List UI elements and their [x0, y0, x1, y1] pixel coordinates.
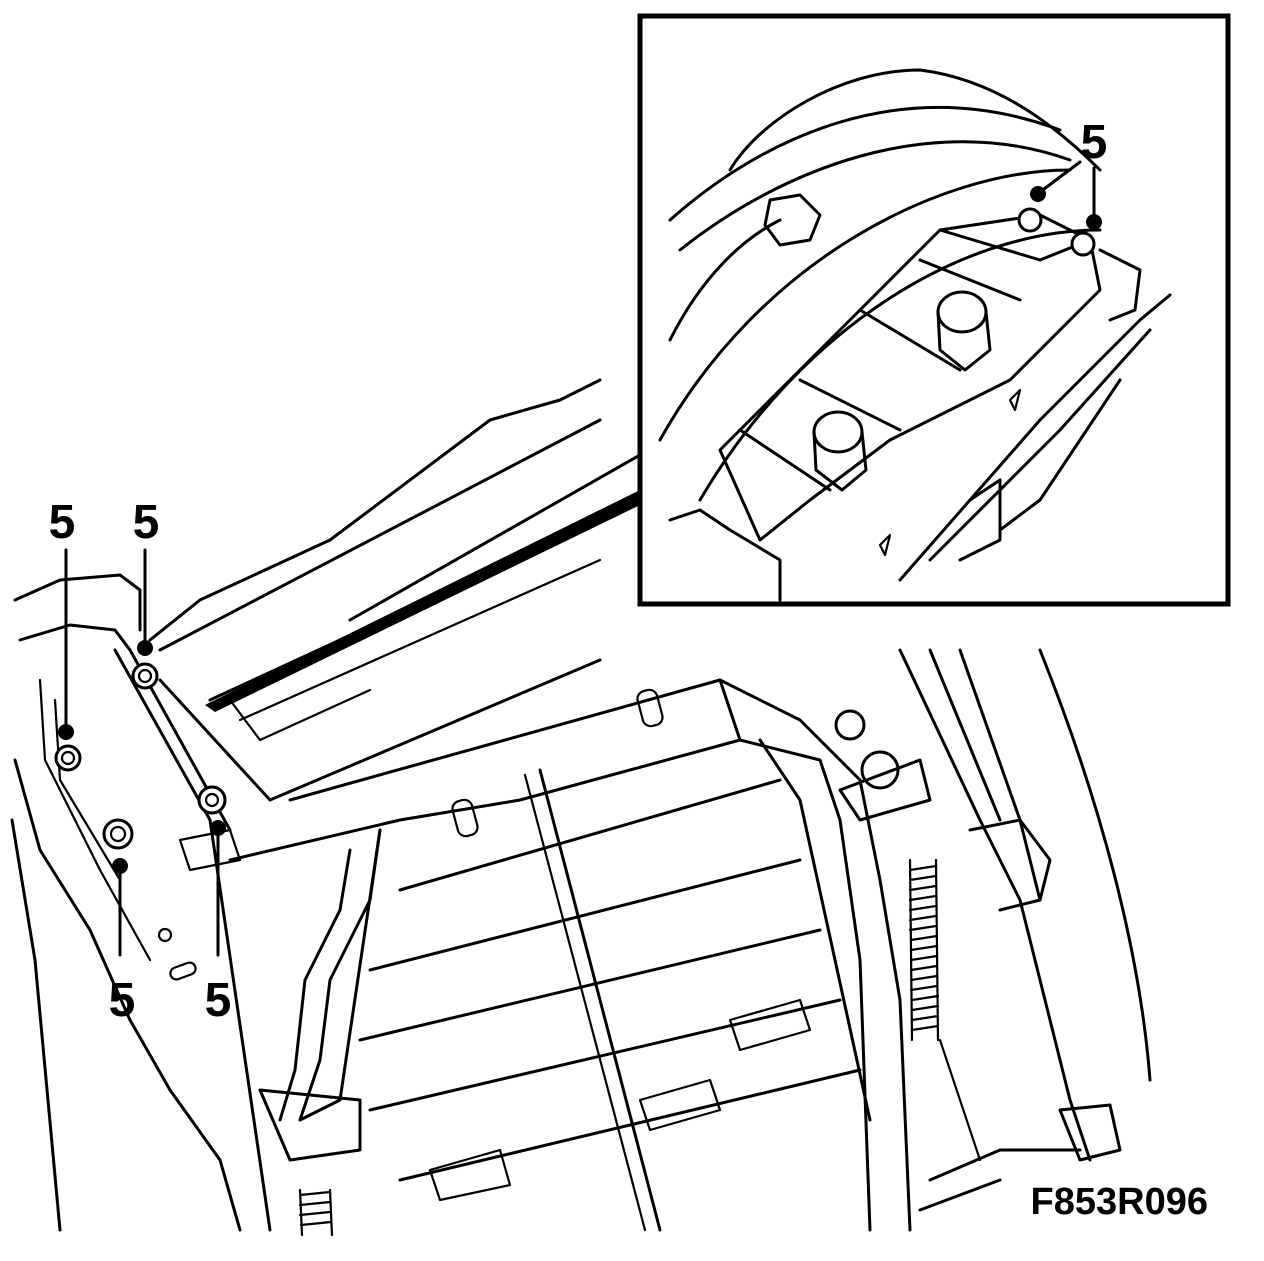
detail-lower-right [958, 478, 1002, 562]
fastener-nut [102, 818, 134, 850]
pan-rib-2 [368, 858, 802, 972]
detail-callout-label: 5 [1081, 116, 1108, 169]
center-rod [538, 768, 662, 1232]
pan-rib-3 [358, 928, 822, 1042]
left-inner-bracket [38, 678, 152, 962]
detail-boss-2 [812, 410, 868, 492]
callout-dot [137, 640, 153, 656]
detail-tab [1008, 388, 1022, 412]
right-bottom-pipe-2 [918, 1178, 1002, 1212]
detail-callout-dot [1086, 214, 1102, 230]
coil-spring [908, 858, 940, 1042]
pan-slot-1 [636, 688, 664, 728]
fastener-nut-center [137, 668, 153, 684]
detail-arc-4 [678, 140, 1072, 252]
detail-fastener-nut [1070, 231, 1096, 257]
callout-label-lower-center: 5 [205, 974, 232, 1027]
small-bracket [178, 828, 242, 872]
right-bracket [838, 758, 932, 822]
detail-inset: 5 [637, 13, 1231, 607]
upper-panel-outline [148, 378, 602, 642]
right-tube-inner [738, 738, 872, 1232]
detail-cross-seam-1 [858, 308, 962, 372]
upper-panel-lower [158, 658, 602, 802]
callout-label-upper-center: 5 [133, 496, 160, 549]
left-side-frame-2 [18, 623, 132, 652]
trim-strip [205, 490, 640, 712]
far-right-curve [1038, 648, 1152, 1082]
detail-cross-seam-3 [738, 428, 832, 492]
center-rod-2 [523, 773, 647, 1232]
left-lower-bar [258, 1088, 362, 1162]
callout-label-upper-left: 5 [49, 496, 76, 549]
fastener-nut-center [109, 825, 127, 843]
pan-frame-left [298, 828, 382, 1122]
detail-inset-drawing [658, 68, 1172, 602]
detail-right-rail-3 [998, 378, 1122, 532]
detail-arc-3 [668, 105, 1062, 222]
main-view: 5 5 5 5 [10, 378, 1152, 1237]
detail-callout-leader [1038, 160, 1082, 194]
detail-inset-background [640, 16, 1228, 604]
pan-top-edge [228, 678, 742, 862]
pan-tab-3 [428, 1148, 512, 1202]
right-side-panel-2 [928, 648, 1002, 822]
pan-rib-1 [398, 778, 782, 892]
detail-cross-seam-2 [798, 378, 902, 432]
detail-tab-2 [878, 533, 892, 557]
right-tube-outer [718, 678, 912, 1232]
detail-cross-member [718, 213, 1102, 542]
pan-slot-2 [451, 798, 479, 838]
left-side-outer [13, 758, 242, 1232]
hole [157, 927, 173, 943]
detail-arc-top [728, 68, 1102, 172]
left-tube-inner [278, 848, 352, 1122]
detail-clip [1098, 248, 1142, 322]
callout-dot [112, 858, 128, 874]
figure-id: F853R096 [1031, 1181, 1208, 1223]
lower-spring [298, 1188, 334, 1237]
slot [169, 961, 197, 981]
left-side-frame [13, 573, 142, 632]
pan-frame-right [758, 738, 872, 1122]
pan-rib-4 [368, 998, 842, 1112]
upper-panel-edge [158, 418, 602, 652]
left-edge [10, 818, 62, 1232]
right-side-panel [898, 648, 1092, 1162]
fastener-group-main [54, 548, 242, 981]
detail-lower-left [668, 508, 782, 602]
pan-tab-2 [638, 1078, 722, 1132]
left-inner-bracket-2 [53, 698, 122, 882]
detail-callout-dot [1030, 186, 1046, 202]
fastener-nut [197, 785, 227, 815]
fastener-nut-center [60, 750, 76, 766]
right-latch [968, 818, 1052, 912]
detail-cross-seam-4 [918, 258, 1022, 302]
fastener-nut [131, 662, 159, 690]
inner-groove [228, 688, 372, 742]
detail-boss-1 [936, 290, 992, 372]
right-bolt-head [860, 750, 900, 790]
upper-panel-lip [238, 558, 602, 722]
right-pin [834, 709, 866, 741]
detail-leader-line [348, 453, 642, 622]
detail-inset-frame [637, 13, 1231, 607]
detail-right-rail-2 [928, 328, 1152, 562]
fastener-nut [54, 744, 82, 772]
callout-label-lower-left: 5 [109, 974, 136, 1027]
right-bottom-bracket [1058, 1103, 1122, 1162]
left-tube-outer [298, 828, 382, 1122]
fastener-nut-center [204, 792, 220, 808]
pan-tab-1 [728, 998, 812, 1052]
detail-arc-1 [658, 168, 1072, 442]
pan-rib-5 [398, 1068, 862, 1182]
right-bottom-pipe [928, 1148, 1082, 1182]
detail-upper-bracket [763, 193, 822, 247]
callout-dot [58, 724, 74, 740]
left-side-rail [113, 648, 272, 1232]
right-inner-rail [938, 1038, 982, 1162]
detail-fastener-nut [1017, 207, 1043, 233]
